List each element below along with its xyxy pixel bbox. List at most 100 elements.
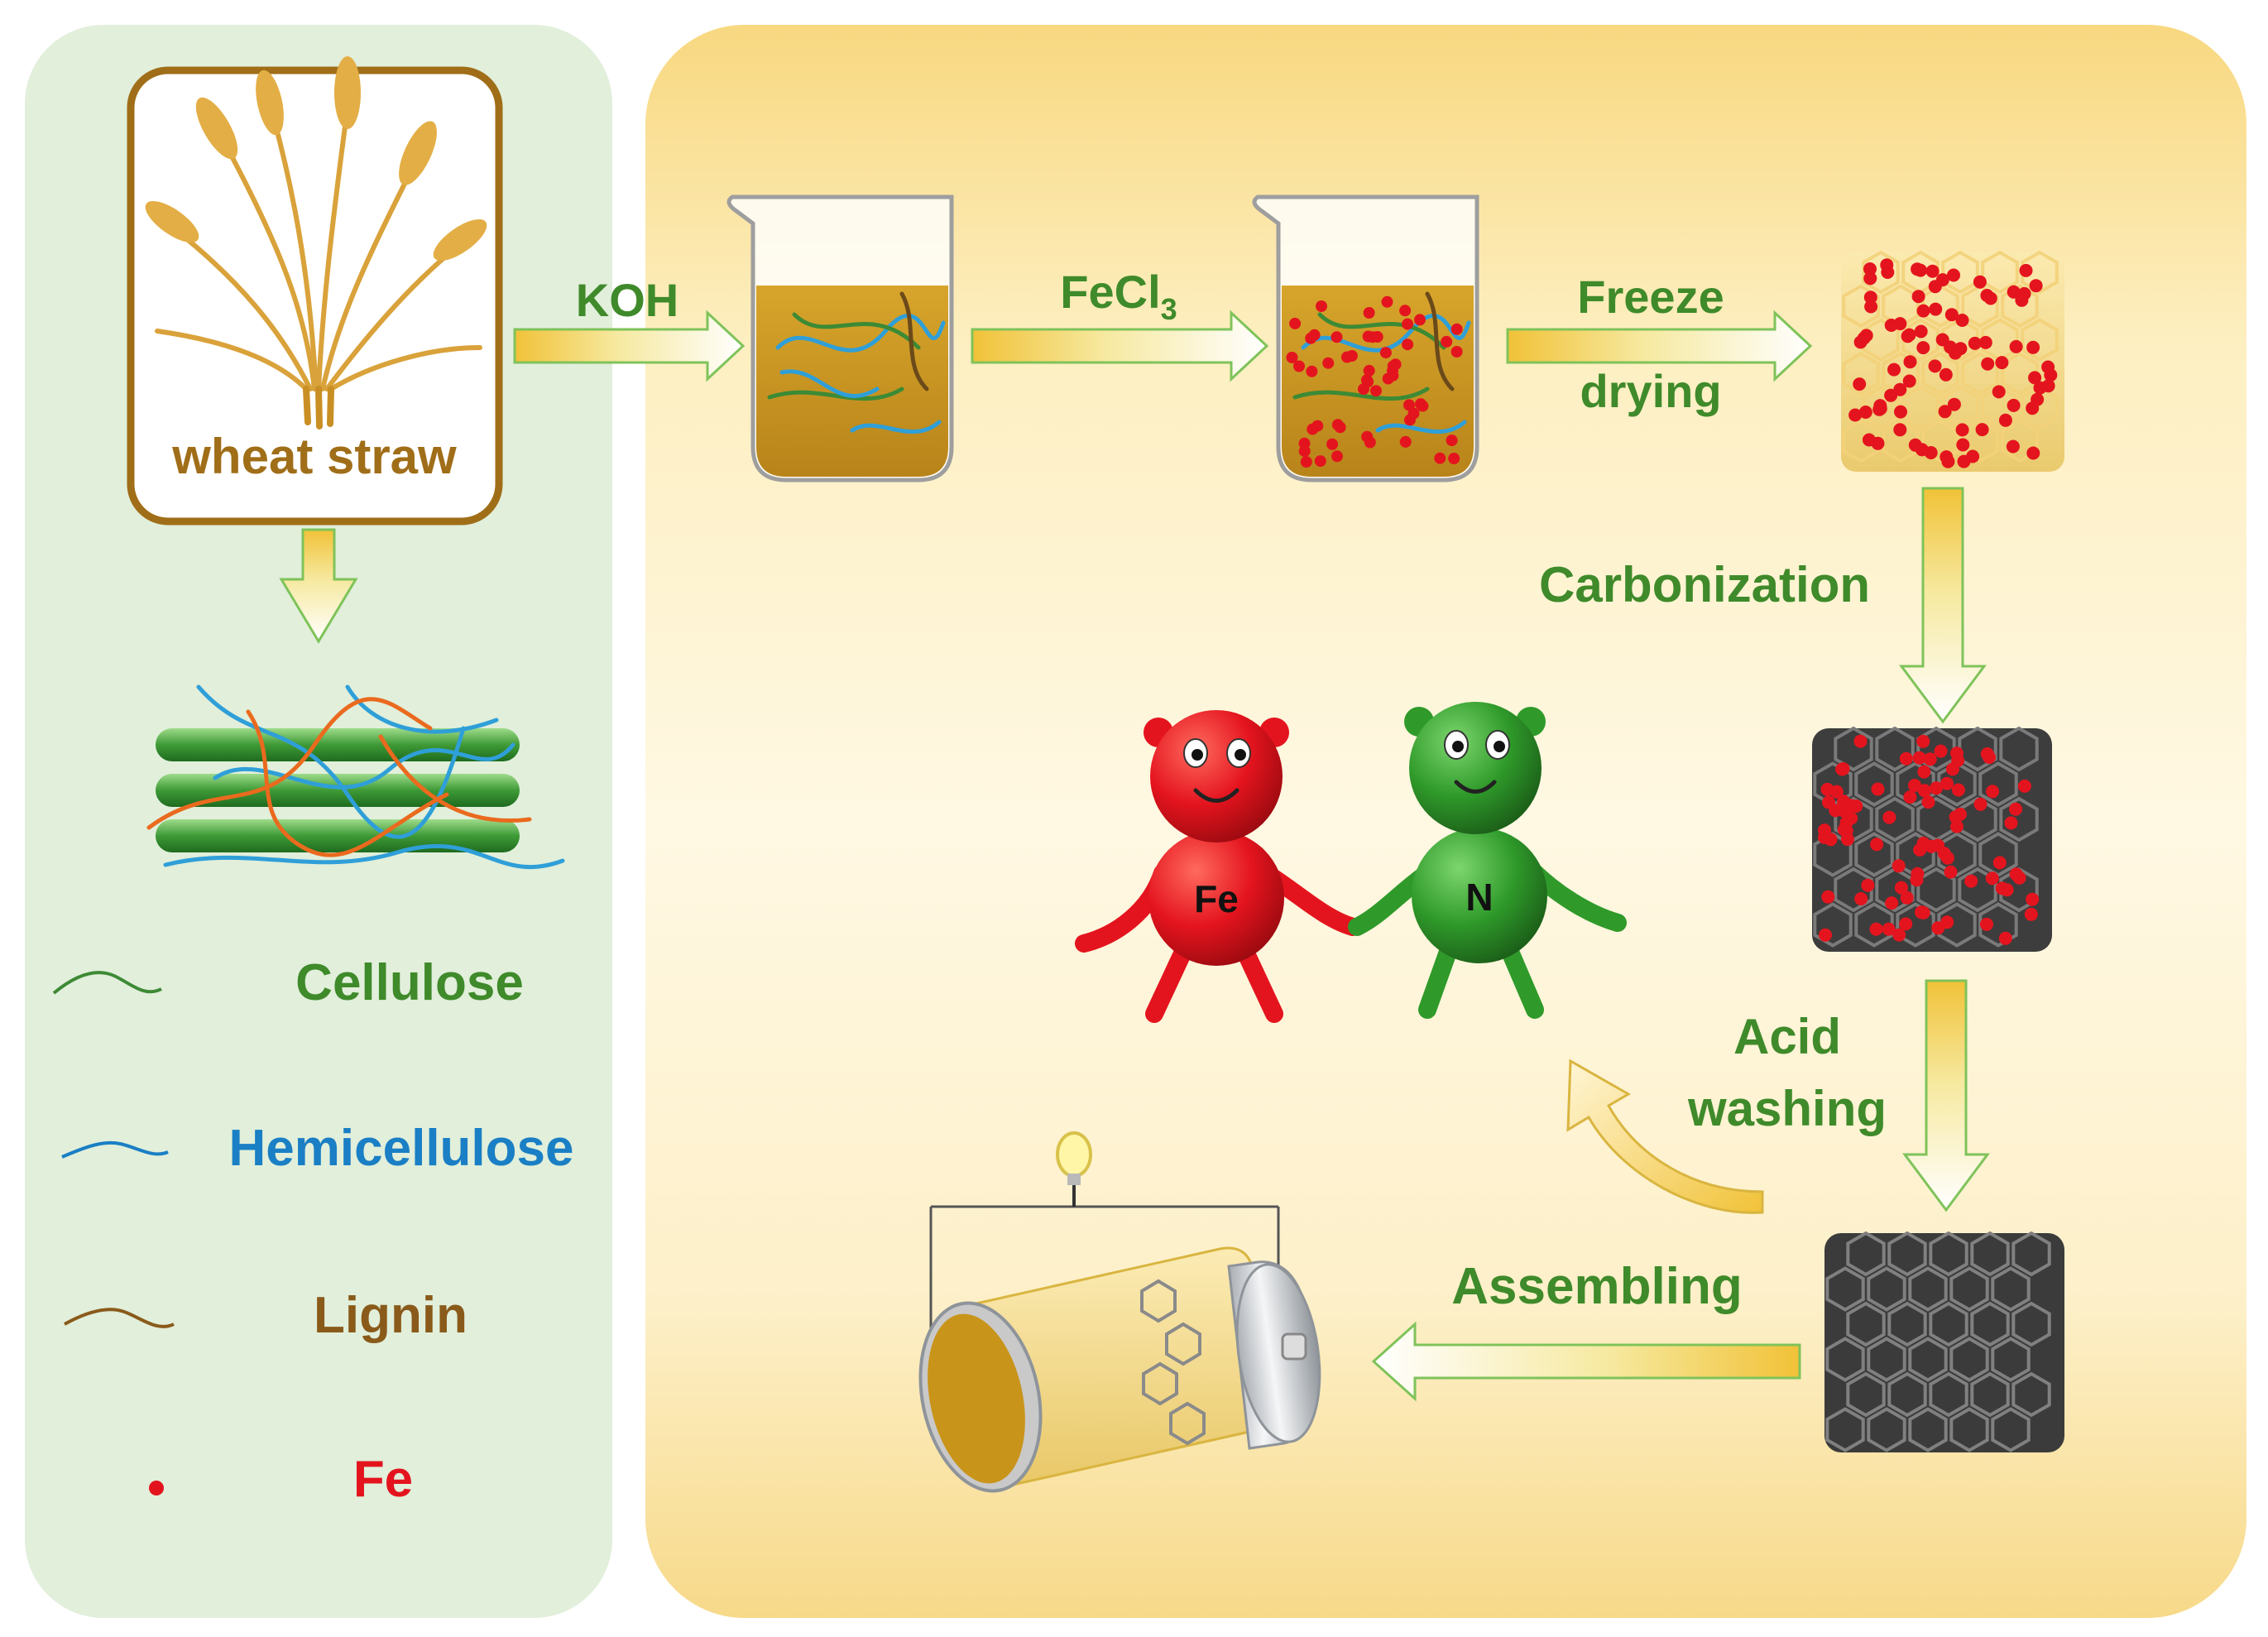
carbon-cell xyxy=(1970,1231,2010,1277)
fe-dot xyxy=(1981,357,1995,371)
fe-dot xyxy=(2028,371,2042,385)
fe-dot xyxy=(1986,785,2000,799)
fe-dot xyxy=(1331,450,1343,463)
fe-dot xyxy=(1964,874,1978,888)
fe-dot xyxy=(2041,360,2055,374)
fe-dot xyxy=(1314,455,1326,468)
fe-dot xyxy=(1892,859,1906,873)
fe-dot xyxy=(1880,258,1894,272)
fe-dot xyxy=(1938,405,1952,419)
fe-dot xyxy=(1947,268,1960,282)
freeze-label: Freeze xyxy=(1577,271,1724,323)
fe-dot xyxy=(1873,399,1887,413)
fe-dot xyxy=(1911,290,1925,304)
fe-dot xyxy=(1361,374,1373,386)
legend xyxy=(52,971,175,1495)
arrow-carbonization xyxy=(1899,487,1987,724)
carbon-cell xyxy=(1825,1266,1865,1312)
pore-cell xyxy=(1981,385,2019,430)
fe-dot xyxy=(1387,369,1399,382)
fe-dot xyxy=(1885,896,1899,910)
fe-dot xyxy=(1998,413,2012,427)
fe-dot xyxy=(1322,357,1335,369)
pore-cell xyxy=(1941,250,1979,295)
carbon-cell xyxy=(1875,796,1915,843)
fe-dot xyxy=(1824,833,1838,847)
carbon-cell xyxy=(1929,1231,1968,1277)
fe-dot xyxy=(1341,351,1353,363)
fe-dot xyxy=(1863,290,1877,305)
fe-dot xyxy=(1441,335,1453,348)
carbon-cell xyxy=(1999,796,2039,843)
fe-dot xyxy=(1882,922,1896,936)
fe-dot xyxy=(1450,323,1463,335)
carbon-cell xyxy=(1854,902,1894,948)
wheat-straw-icon xyxy=(127,56,503,526)
fecl3-label-main: FeCl xyxy=(1060,266,1160,318)
fe-dot xyxy=(1370,385,1382,397)
fe-dot xyxy=(1331,419,1344,431)
carbon-cell xyxy=(1991,1266,2031,1312)
carbon-cell xyxy=(2011,1231,2051,1277)
porous-carbon-icon xyxy=(1824,1231,2064,1452)
pore-cell xyxy=(1842,352,1880,396)
carbon-cell xyxy=(1854,761,1894,807)
fe-dot xyxy=(1402,338,1414,351)
legend-fe-label: Fe xyxy=(353,1451,413,1508)
carbon-cell xyxy=(1978,832,2018,877)
acid-label: Acid xyxy=(1733,1009,1841,1064)
fe-dot xyxy=(2024,907,2038,921)
fe-dot xyxy=(2041,379,2055,393)
fe-dot xyxy=(2012,871,2026,885)
fe-dot xyxy=(1940,776,1954,790)
fe-dot xyxy=(1914,324,1928,338)
fe-dot xyxy=(1887,362,1901,377)
fe-dot xyxy=(1935,333,1949,347)
fe-dot xyxy=(1930,781,1944,795)
fe-dot xyxy=(1842,799,1856,813)
pore-cell xyxy=(1862,385,1900,430)
carbon-cell xyxy=(1991,1337,2031,1382)
carbon-cell xyxy=(1887,1371,1927,1418)
fe-mascot xyxy=(1075,710,1362,1023)
carbon-cell xyxy=(1978,902,2018,948)
fe-dot xyxy=(1978,335,1992,349)
pore-cell xyxy=(2021,250,2059,295)
carbon-cell xyxy=(1854,832,1894,877)
fe-dot xyxy=(1973,275,1987,289)
pore-cell xyxy=(1961,284,1999,329)
fe-dot xyxy=(1306,365,1318,377)
fe-dot xyxy=(1819,928,1832,942)
carbon-cell xyxy=(1887,1301,1927,1347)
fe-dot xyxy=(1863,262,1877,276)
fe-dot xyxy=(1945,762,1959,776)
fe-dot xyxy=(1414,314,1426,326)
fe-dot xyxy=(1944,308,1959,322)
fe-dot xyxy=(1871,436,1885,450)
carbon-cell xyxy=(1999,867,2039,913)
fe-dot xyxy=(1916,341,1930,355)
fe-dot xyxy=(1863,271,1877,286)
fe-dot xyxy=(1289,317,1302,329)
hemicellulose-swatch xyxy=(61,1140,169,1159)
washing-label: washing xyxy=(1687,1081,1887,1136)
fe-dot xyxy=(1837,823,1851,837)
fe-dot xyxy=(1973,797,1987,811)
fecl3-label: FeCl3 xyxy=(1060,266,1177,326)
fe-dot xyxy=(1968,336,1982,350)
pore-cell xyxy=(1981,250,2019,295)
fe-dot xyxy=(2015,293,2029,307)
carbonization-label: Carbonization xyxy=(1539,557,1870,612)
legend-lignin-label: Lignin xyxy=(314,1287,468,1344)
fe-dot xyxy=(1899,917,1913,931)
n-mascot xyxy=(1348,702,1627,1019)
beaker-1-icon xyxy=(726,194,954,482)
fe-dot xyxy=(2026,340,2040,354)
fe-dot xyxy=(1917,765,1931,779)
fe-dot xyxy=(1925,264,1940,278)
pore-cell xyxy=(1842,419,1880,463)
drying-label: drying xyxy=(1580,365,1721,417)
pore-cell xyxy=(1941,318,1979,362)
fe-dot xyxy=(1293,360,1305,372)
